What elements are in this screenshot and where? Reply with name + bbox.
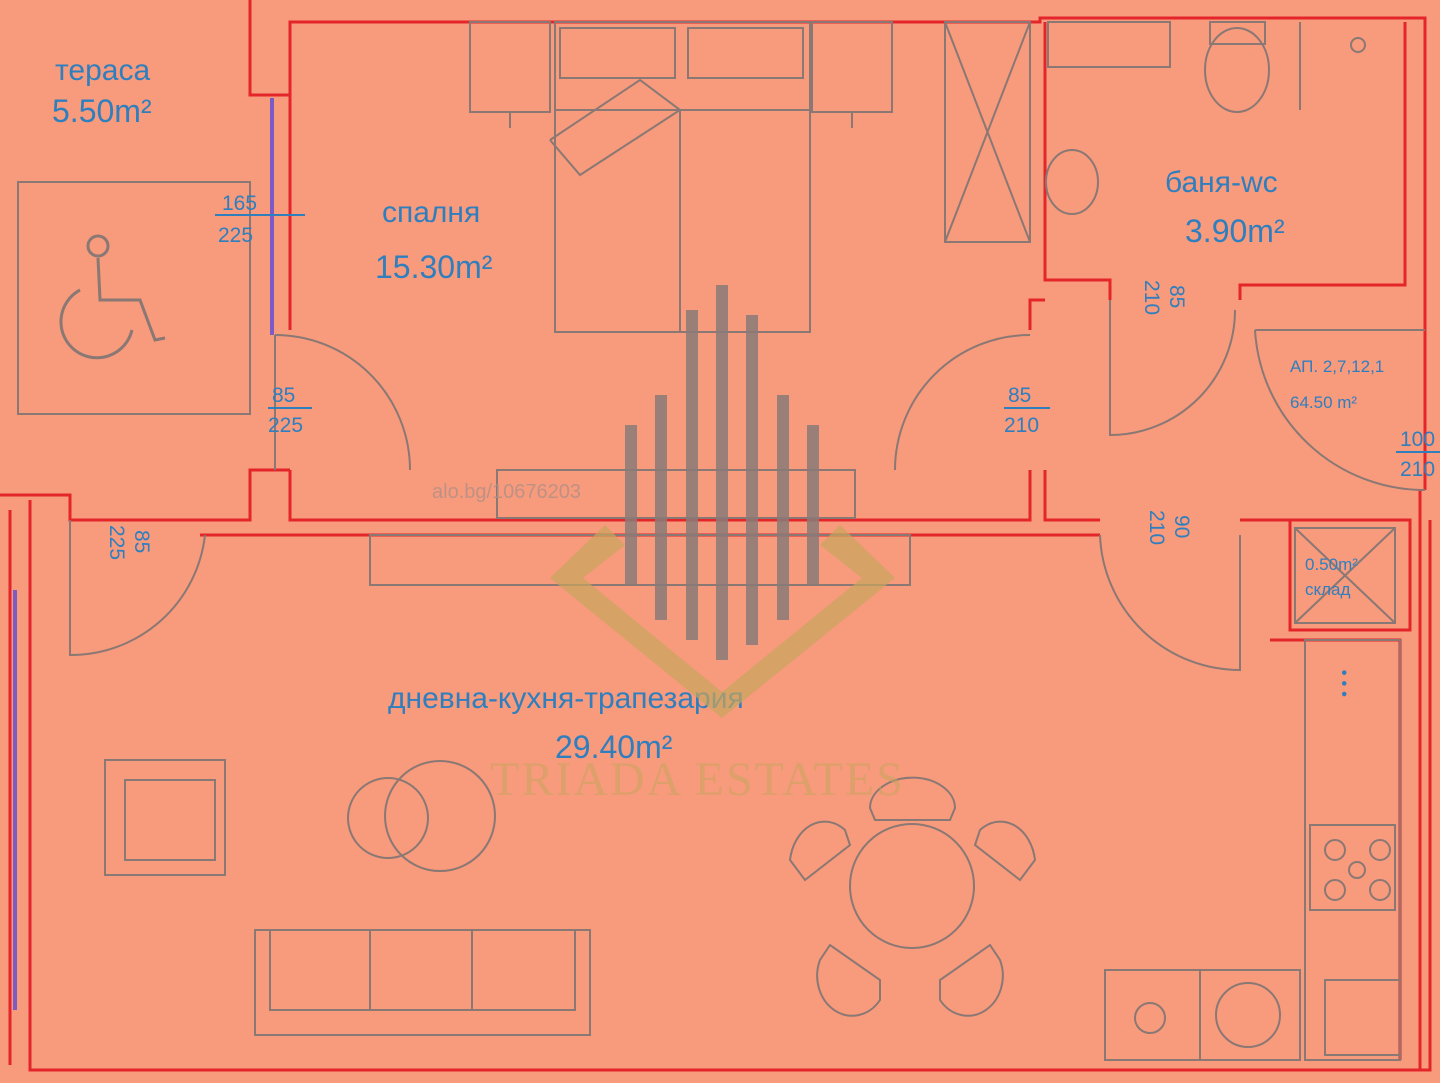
dining-table: [849, 823, 975, 949]
svg-text:90: 90: [1170, 515, 1193, 538]
dimension-bath-inner-door: 85 210: [1004, 384, 1050, 437]
dimension-terrace-door: 85 225: [105, 525, 153, 560]
svg-text:TRIADA ESTATES: TRIADA ESTATES: [490, 753, 905, 806]
bathroom-fixtures: [1045, 21, 1366, 215]
svg-text:alo.bg/10676203: alo.bg/10676203: [432, 481, 581, 503]
svg-text:210: 210: [1400, 458, 1435, 481]
svg-text:210: 210: [1004, 414, 1039, 437]
svg-text:85: 85: [272, 384, 295, 407]
coffee-table: [347, 777, 429, 859]
storage-label: 0.50m² склад: [1305, 555, 1358, 599]
living-room-label: дневна-кухня-трапезария 29.40m²: [388, 682, 744, 765]
apartment-label: АП. 2,7,12,1 64.50 m²: [1290, 357, 1384, 412]
kitchen-counter: [1304, 639, 1401, 1061]
tv-cabinet: [369, 534, 911, 586]
sink-icon: [1045, 149, 1099, 215]
svg-text:210: 210: [1145, 510, 1168, 545]
toilet-icon: [1204, 27, 1270, 113]
watermark-logo: alo.bg/10676203 TRIADA ESTATES: [432, 285, 905, 806]
terrace-floor-area: [17, 181, 251, 415]
svg-text:64.50 m²: 64.50 m²: [1290, 393, 1357, 412]
terrace-label: тераса 5.50m²: [52, 54, 152, 129]
doors: [69, 300, 1426, 672]
svg-text:85: 85: [1008, 384, 1031, 407]
bedroom-label: спалня 15.30m²: [375, 196, 493, 285]
storage-closet: [1294, 527, 1396, 624]
svg-text:АП. 2,7,12,1: АП. 2,7,12,1: [1290, 357, 1384, 376]
stove-icon: [1309, 824, 1396, 911]
wheelchair-icon: [59, 234, 166, 360]
svg-text:165: 165: [222, 192, 257, 215]
bedroom-furniture: [469, 21, 1031, 333]
svg-text:225: 225: [105, 525, 128, 560]
svg-text:склад: склад: [1305, 580, 1351, 599]
svg-text:210: 210: [1140, 280, 1163, 315]
svg-text:15.30m²: 15.30m²: [375, 249, 493, 285]
svg-text:225: 225: [218, 224, 253, 247]
living-furniture: [104, 469, 1037, 1036]
svg-text:3.90m²: 3.90m²: [1185, 213, 1285, 249]
dimension-entrance-door: 100 210: [1396, 428, 1440, 481]
dimension-bedroom-door: 85 225: [268, 384, 312, 437]
svg-text:85: 85: [130, 530, 153, 553]
svg-text:дневна-кухня-трапезария: дневна-кухня-трапезария: [388, 682, 744, 715]
dimension-bath-door: 85 210: [1140, 280, 1188, 315]
svg-text:тераса: тераса: [55, 54, 150, 87]
sofa: [254, 929, 591, 1036]
kitchen-sink: [1199, 969, 1301, 1061]
svg-text:225: 225: [268, 414, 303, 437]
svg-text:баня-wc: баня-wc: [1165, 166, 1278, 199]
svg-text:0.50m²: 0.50m²: [1305, 555, 1358, 574]
svg-text:5.50m²: 5.50m²: [52, 93, 152, 129]
wardrobe: [944, 21, 1031, 243]
armchair: [104, 759, 226, 876]
dimension-terrace-window: 165 225: [215, 192, 305, 247]
double-bed: [554, 21, 811, 333]
bathroom-label: баня-wc 3.90m²: [1165, 166, 1285, 249]
kitchen: • • •: [1104, 527, 1401, 1061]
svg-text:29.40m²: 29.40m²: [555, 729, 673, 765]
svg-text:85: 85: [1165, 285, 1188, 308]
svg-text:• • •: • • •: [1335, 670, 1354, 697]
svg-text:100: 100: [1400, 428, 1435, 451]
svg-text:спалня: спалня: [382, 196, 480, 229]
dimension-storage-door: 90 210: [1145, 510, 1193, 545]
